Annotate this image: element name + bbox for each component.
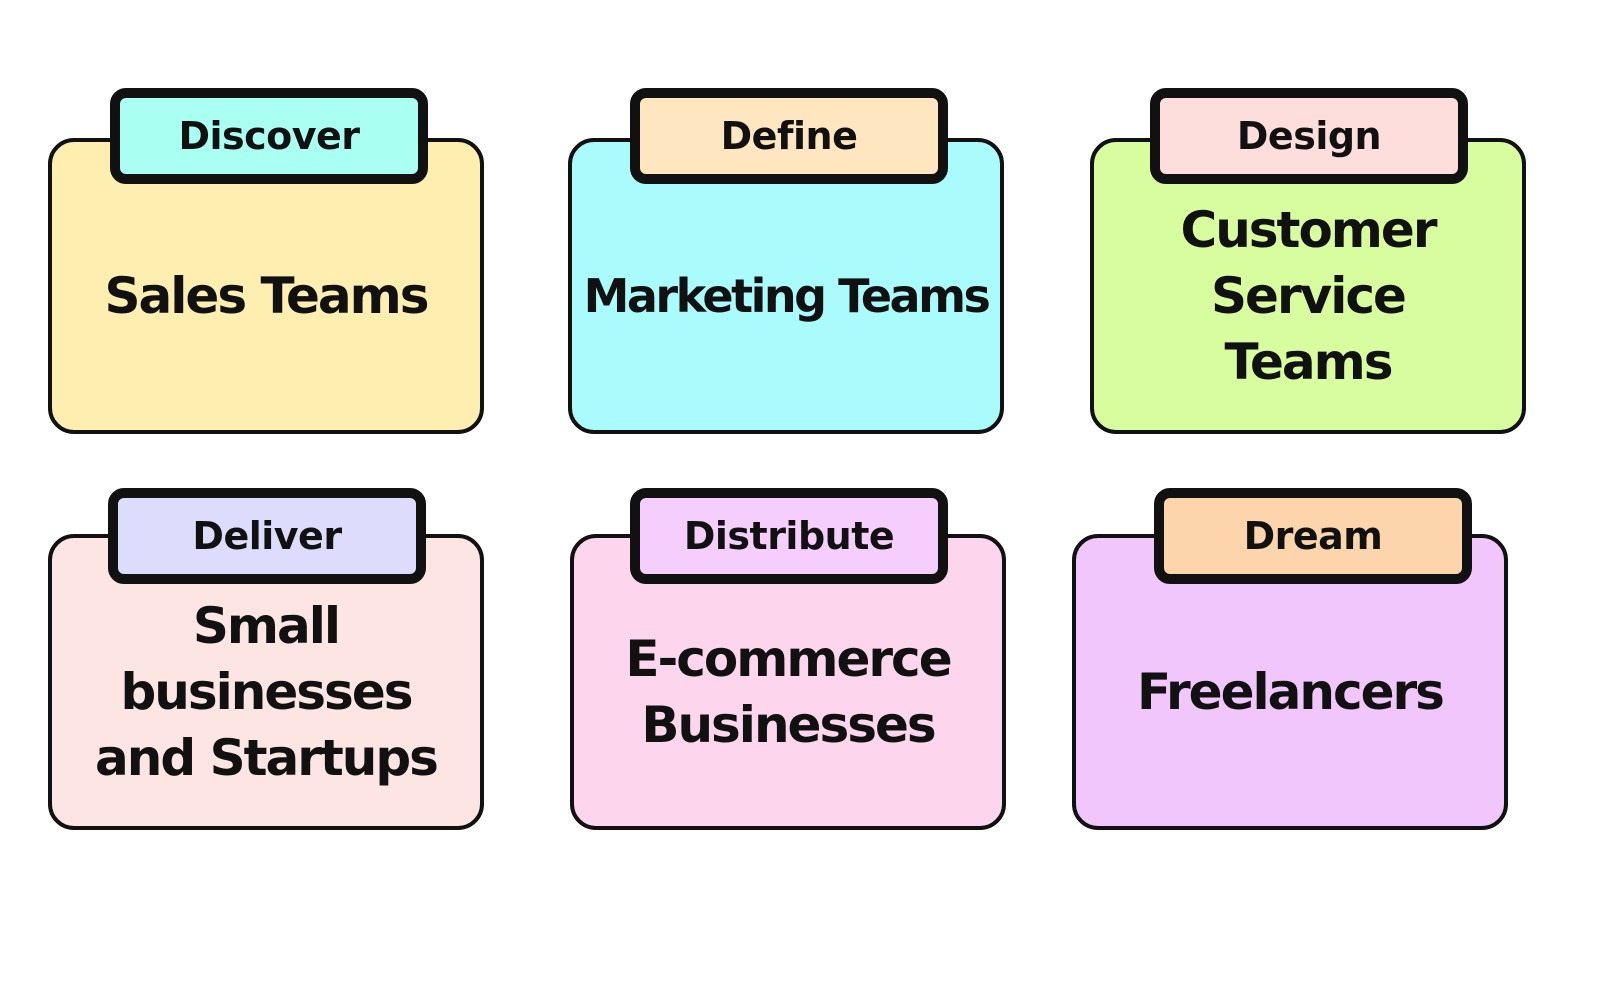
stage-tab-label: Design xyxy=(1236,114,1382,158)
stage-card-distribute: E-commerce Businesses Distribute xyxy=(570,488,1006,840)
stage-tab: Distribute xyxy=(630,488,948,584)
stage-tab: Discover xyxy=(110,88,428,184)
stage-card-discover: Sales Teams Discover xyxy=(48,88,484,440)
stage-card-design: Customer Service Teams Design xyxy=(1090,88,1526,440)
audience-label: Marketing Teams xyxy=(583,269,991,323)
stage-tab: Deliver xyxy=(108,488,426,584)
stage-card-dream: Freelancers Dream xyxy=(1072,488,1508,840)
stage-tab-label: Dream xyxy=(1243,514,1383,558)
stage-tab-label: Deliver xyxy=(192,514,342,558)
audience-box: Sales Teams xyxy=(48,138,484,434)
audience-label: Freelancers xyxy=(1137,663,1445,721)
stage-tab-label: Distribute xyxy=(683,514,895,558)
stage-tab: Design xyxy=(1150,88,1468,184)
stage-tab-label: Discover xyxy=(178,114,360,158)
stage-tab-label: Define xyxy=(720,114,858,158)
stage-card-define: Marketing Teams Define xyxy=(568,88,1004,440)
audience-box: Small businesses and Startups xyxy=(48,534,484,830)
audience-box: Customer Service Teams xyxy=(1090,138,1526,434)
audience-label: E-commerce Businesses xyxy=(625,630,952,754)
stage-tab: Define xyxy=(630,88,948,184)
stage-card-deliver: Small businesses and Startups Deliver xyxy=(48,488,484,840)
audience-label: Small businesses and Startups xyxy=(95,597,439,787)
audience-label: Sales Teams xyxy=(104,267,430,325)
stage-tab: Dream xyxy=(1154,488,1472,584)
audience-label: Customer Service Teams xyxy=(1180,201,1438,391)
